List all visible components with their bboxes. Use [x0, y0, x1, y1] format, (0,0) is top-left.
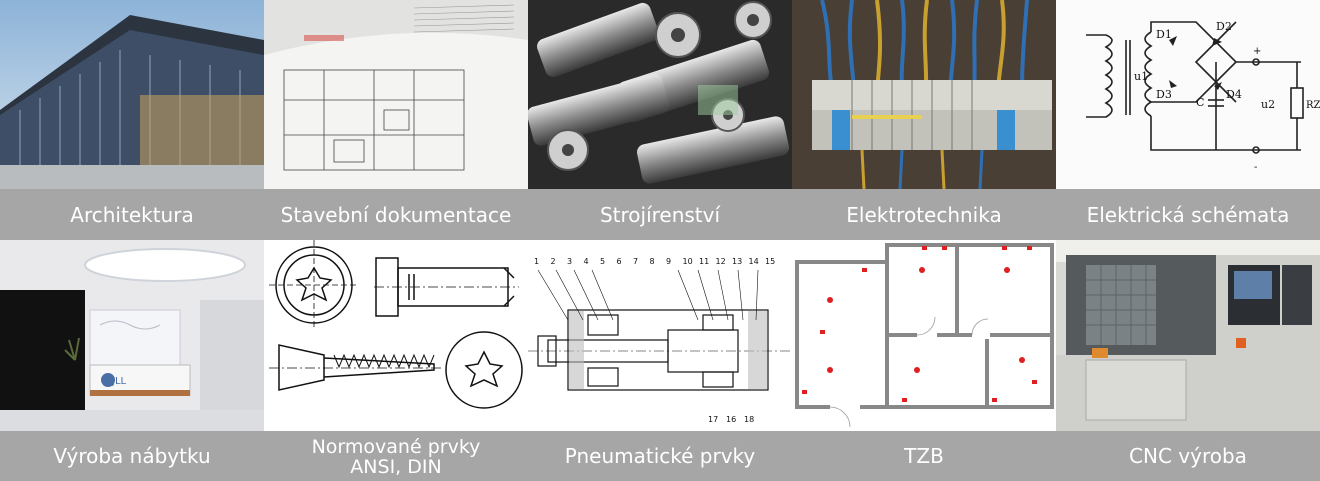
tile-label: CNC výroba: [1056, 431, 1320, 481]
tile-architektura[interactable]: Architektura: [0, 0, 264, 240]
tile-cnc-vyroba[interactable]: CNC výroba: [1056, 240, 1320, 481]
construction-drawing-photo: [264, 0, 528, 189]
part-number-label: 6: [617, 257, 622, 266]
label-minus: -: [1254, 162, 1257, 173]
tile-label: Normované prvky ANSI, DIN: [264, 431, 528, 481]
jll-logo: JLL: [111, 376, 127, 387]
machined-parts-photo: [528, 0, 792, 189]
part-number-label: 12: [716, 257, 726, 266]
tile-elektrotechnika[interactable]: Elektrotechnika: [792, 0, 1056, 240]
label-d4: D4: [1226, 88, 1242, 101]
tile-strojirenstvi[interactable]: Strojírenství: [528, 0, 792, 240]
part-number-label: 17: [708, 415, 718, 424]
label-d2: D2: [1216, 20, 1232, 33]
part-number-label: 1: [534, 257, 539, 266]
tile-label: Elektrotechnika: [792, 189, 1056, 240]
tile-label: Stavební dokumentace: [264, 189, 528, 240]
tile-elektricka-schemata[interactable]: D1 D2 D3 D4 u1 u2 C RZ + - Elektrická sc…: [1056, 0, 1320, 240]
floor-plan-drawing: [792, 240, 1056, 431]
cnc-machine-photo: [1056, 240, 1320, 431]
tile-stavebni-dokumentace[interactable]: Stavební dokumentace: [264, 0, 528, 240]
standard-parts-drawing: [264, 240, 528, 431]
office-reception-photo: JLL: [0, 240, 264, 431]
tile-label: Výroba nábytku: [0, 431, 264, 481]
rectifier-schematic: D1 D2 D3 D4 u1 u2 C RZ + -: [1056, 0, 1320, 189]
tile-label: Elektrická schémata: [1056, 189, 1320, 240]
label-c: C: [1196, 96, 1204, 109]
part-number-label: 8: [650, 257, 655, 266]
tile-label-line1: Normované prvky: [311, 436, 481, 458]
tile-tzb[interactable]: TZB: [792, 240, 1056, 481]
part-number-label: 3: [567, 257, 572, 266]
part-number-label: 18: [744, 415, 754, 424]
part-number-label: 9: [666, 257, 671, 266]
tile-label-line2: ANSI, DIN: [350, 456, 442, 478]
label-u1: u1: [1134, 70, 1148, 83]
tile-label: Architektura: [0, 189, 264, 240]
tile-label: TZB: [792, 431, 1056, 481]
label-d3: D3: [1156, 88, 1172, 101]
part-number-label: 13: [732, 257, 742, 266]
tile-label: Strojírenství: [528, 189, 792, 240]
tile-vyroba-nabytku[interactable]: JLL Výroba nábytku: [0, 240, 264, 481]
part-number-label: 2: [551, 257, 556, 266]
label-rz: RZ: [1306, 100, 1320, 111]
label-u2: u2: [1261, 98, 1275, 111]
terminal-block-photo: [792, 0, 1056, 189]
tile-label: Pneumatické prvky: [528, 431, 792, 481]
architecture-photo: [0, 0, 264, 189]
part-number-label: 7: [633, 257, 638, 266]
part-number-label: 15: [765, 257, 775, 266]
label-d1: D1: [1156, 28, 1172, 41]
tile-normovane-prvky[interactable]: Normované prvky ANSI, DIN: [264, 240, 528, 481]
label-plus: +: [1253, 46, 1261, 57]
part-number-label: 4: [584, 257, 589, 266]
part-number-label: 11: [699, 257, 709, 266]
part-number-label: 10: [683, 257, 693, 266]
part-number-label: 5: [600, 257, 605, 266]
part-number-label: 16: [726, 415, 736, 424]
part-number-label: 14: [749, 257, 759, 266]
